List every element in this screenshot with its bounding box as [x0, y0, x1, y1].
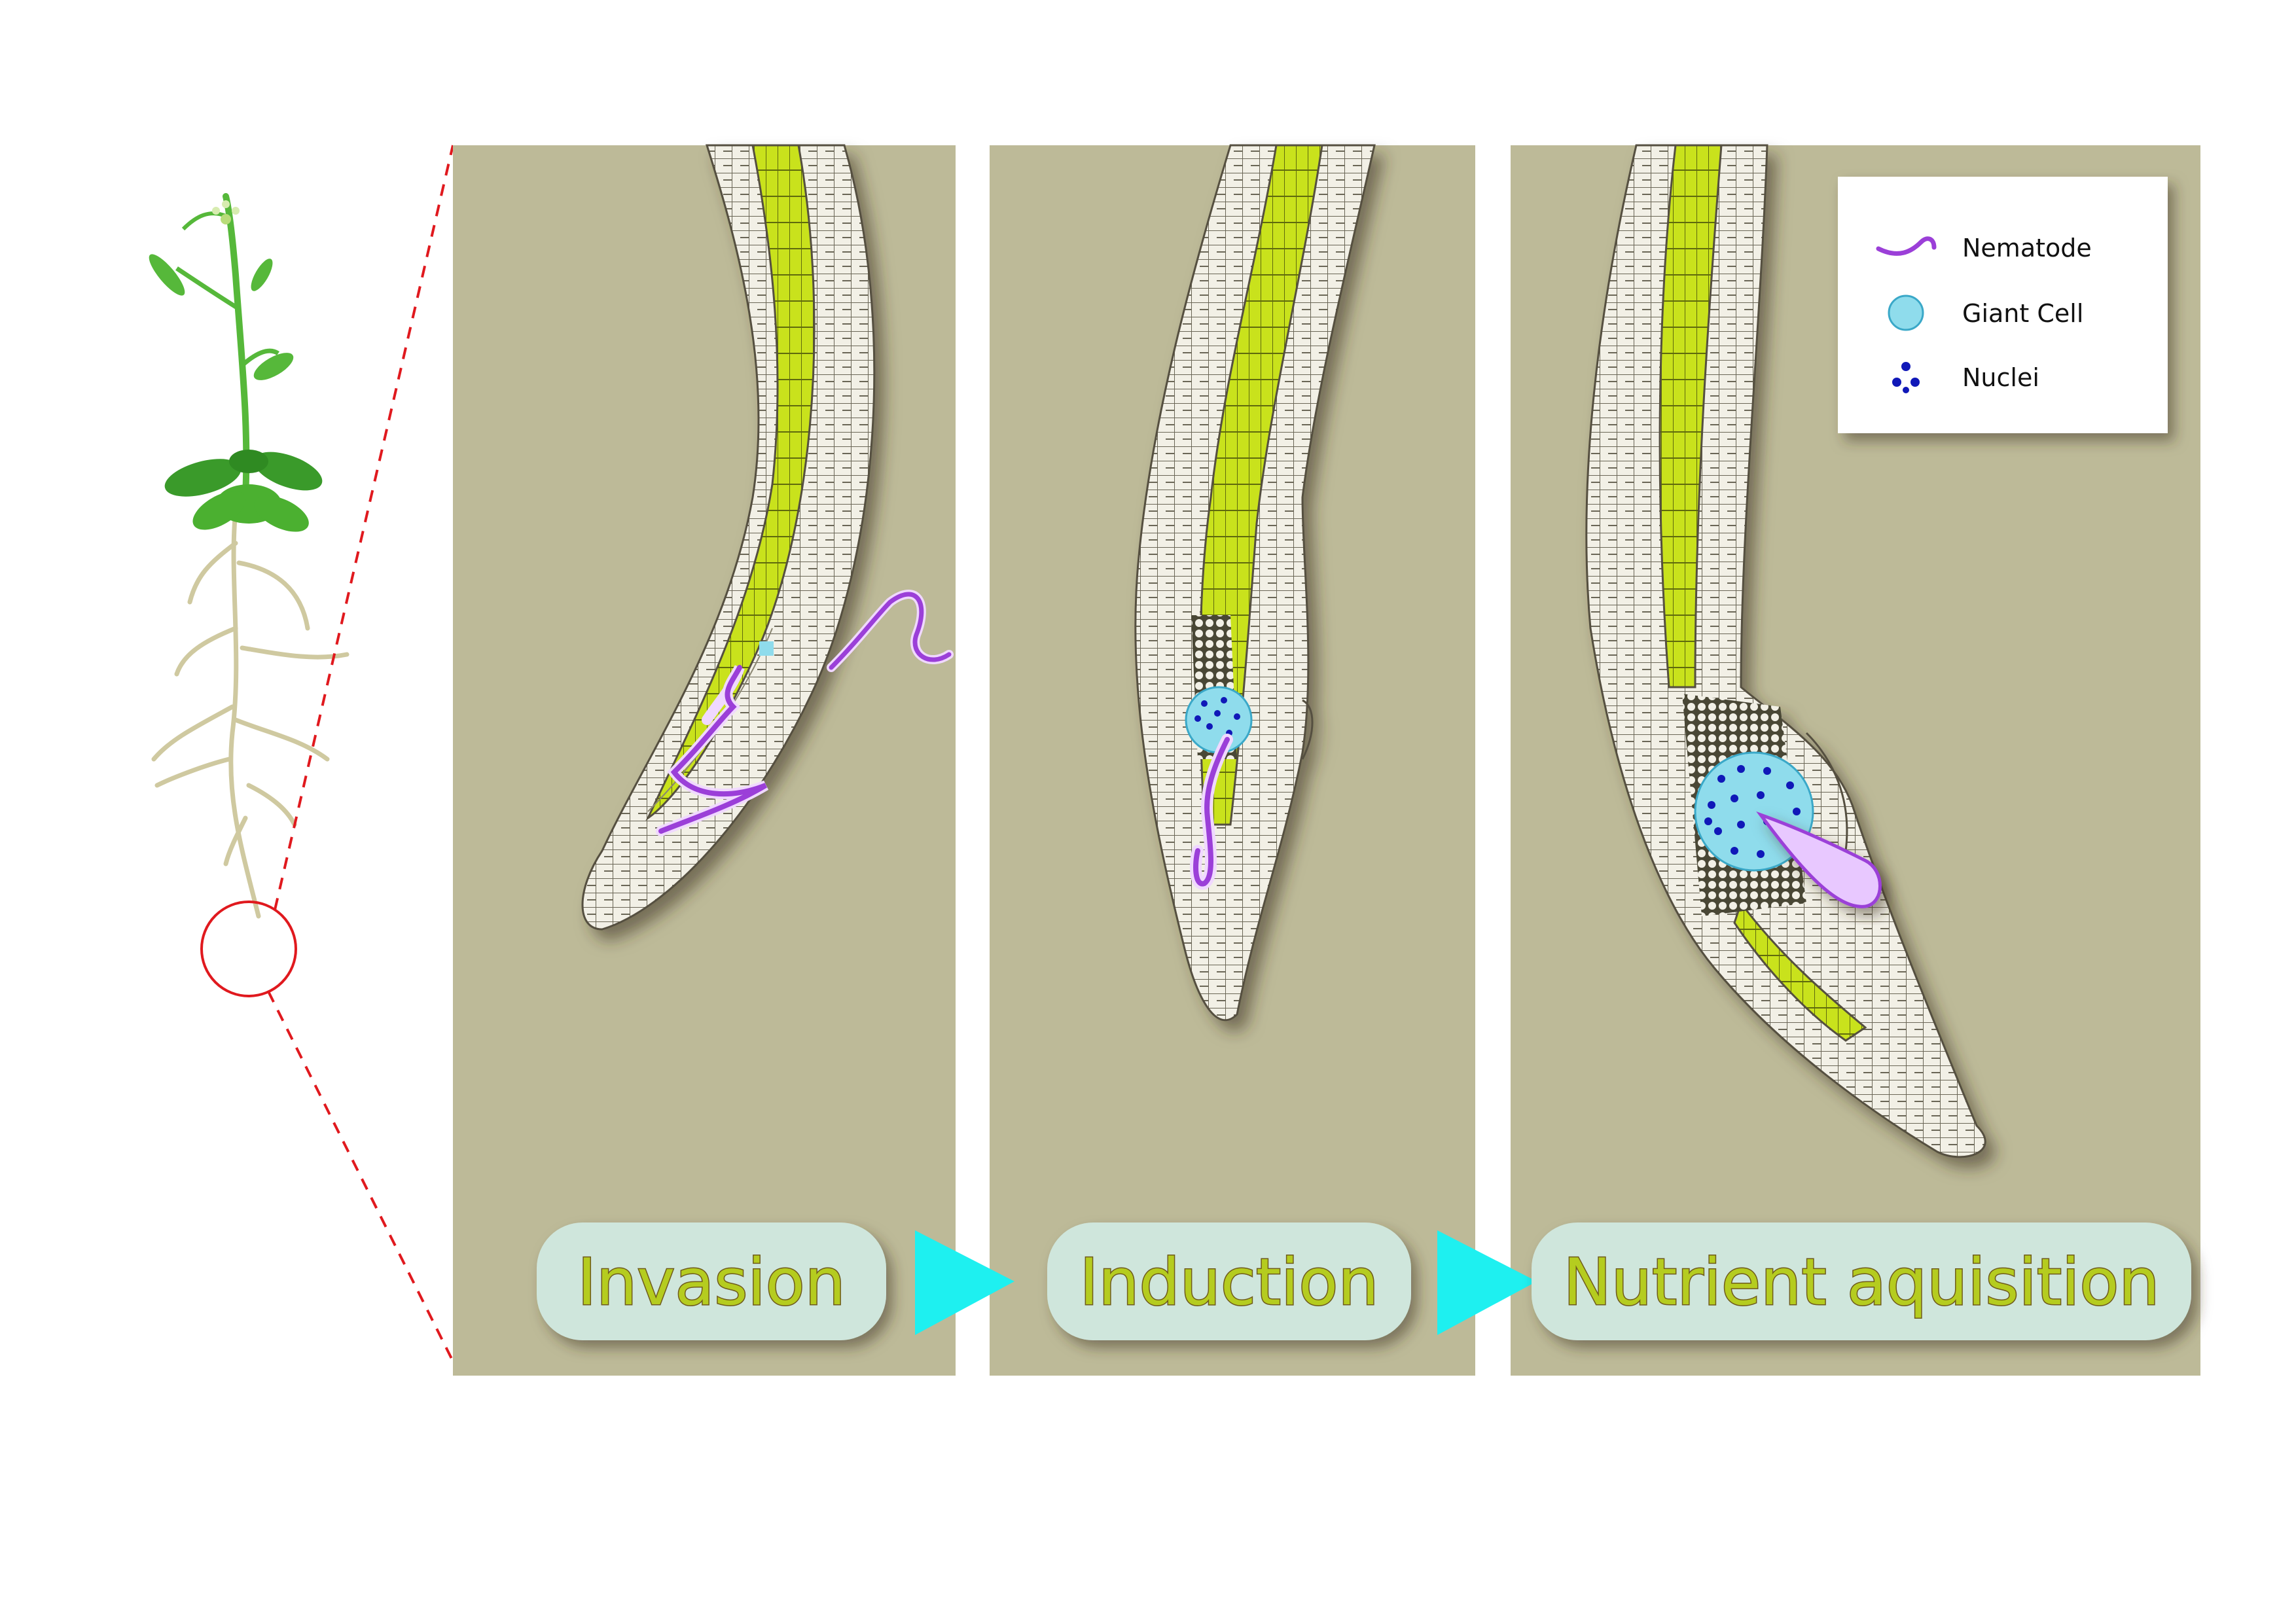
arrow-icon — [915, 1230, 1014, 1335]
stage-box-invasion — [537, 1222, 886, 1340]
stage-label-invasion: Invasion — [577, 1245, 845, 1320]
nuclei-icon — [1892, 362, 1920, 393]
legend-item-giant-cell: Giant Cell — [1888, 294, 2083, 331]
legend-label-nuclei: Nuclei — [1962, 363, 2039, 392]
nematode-icon — [1876, 236, 1937, 256]
stage-invasion: Invasion — [537, 1222, 886, 1340]
arrow-icon — [1437, 1230, 1537, 1335]
stage-label-induction: Induction — [1080, 1245, 1379, 1320]
root-induction — [1134, 144, 1376, 1022]
rosette-leaves — [164, 450, 323, 532]
zoom-circle — [200, 901, 297, 997]
stage-nutrient: Nutrient aquisition — [1532, 1222, 2191, 1340]
zoom-indicator — [200, 145, 454, 1362]
legend-label-nematode: Nematode — [1962, 234, 2092, 262]
legend: Nematode Giant Cell Nuclei — [1838, 177, 2168, 433]
stage-box-induction — [1047, 1222, 1411, 1340]
arabidopsis-plant — [149, 193, 350, 919]
stage-label-nutrient: Nutrient aquisition — [1564, 1245, 2160, 1320]
nematode-nutrient — [1756, 811, 1882, 908]
giant-cell-icon — [1888, 294, 1924, 331]
nematode-invasion — [656, 590, 954, 836]
legend-item-nuclei: Nuclei — [1892, 362, 2039, 393]
root-system — [151, 508, 350, 919]
nematode-induction — [1190, 734, 1233, 890]
legend-item-nematode: Nematode — [1876, 234, 2092, 262]
stage-box-nutrient — [1532, 1222, 2191, 1340]
flower-icon — [212, 200, 240, 224]
stage-induction: Induction — [1047, 1222, 1411, 1340]
legend-label-giant-cell: Giant Cell — [1962, 299, 2083, 328]
zoom-line-top — [274, 145, 454, 910]
zoom-line-bottom — [267, 991, 454, 1362]
giant-cell-induction — [1185, 686, 1253, 754]
